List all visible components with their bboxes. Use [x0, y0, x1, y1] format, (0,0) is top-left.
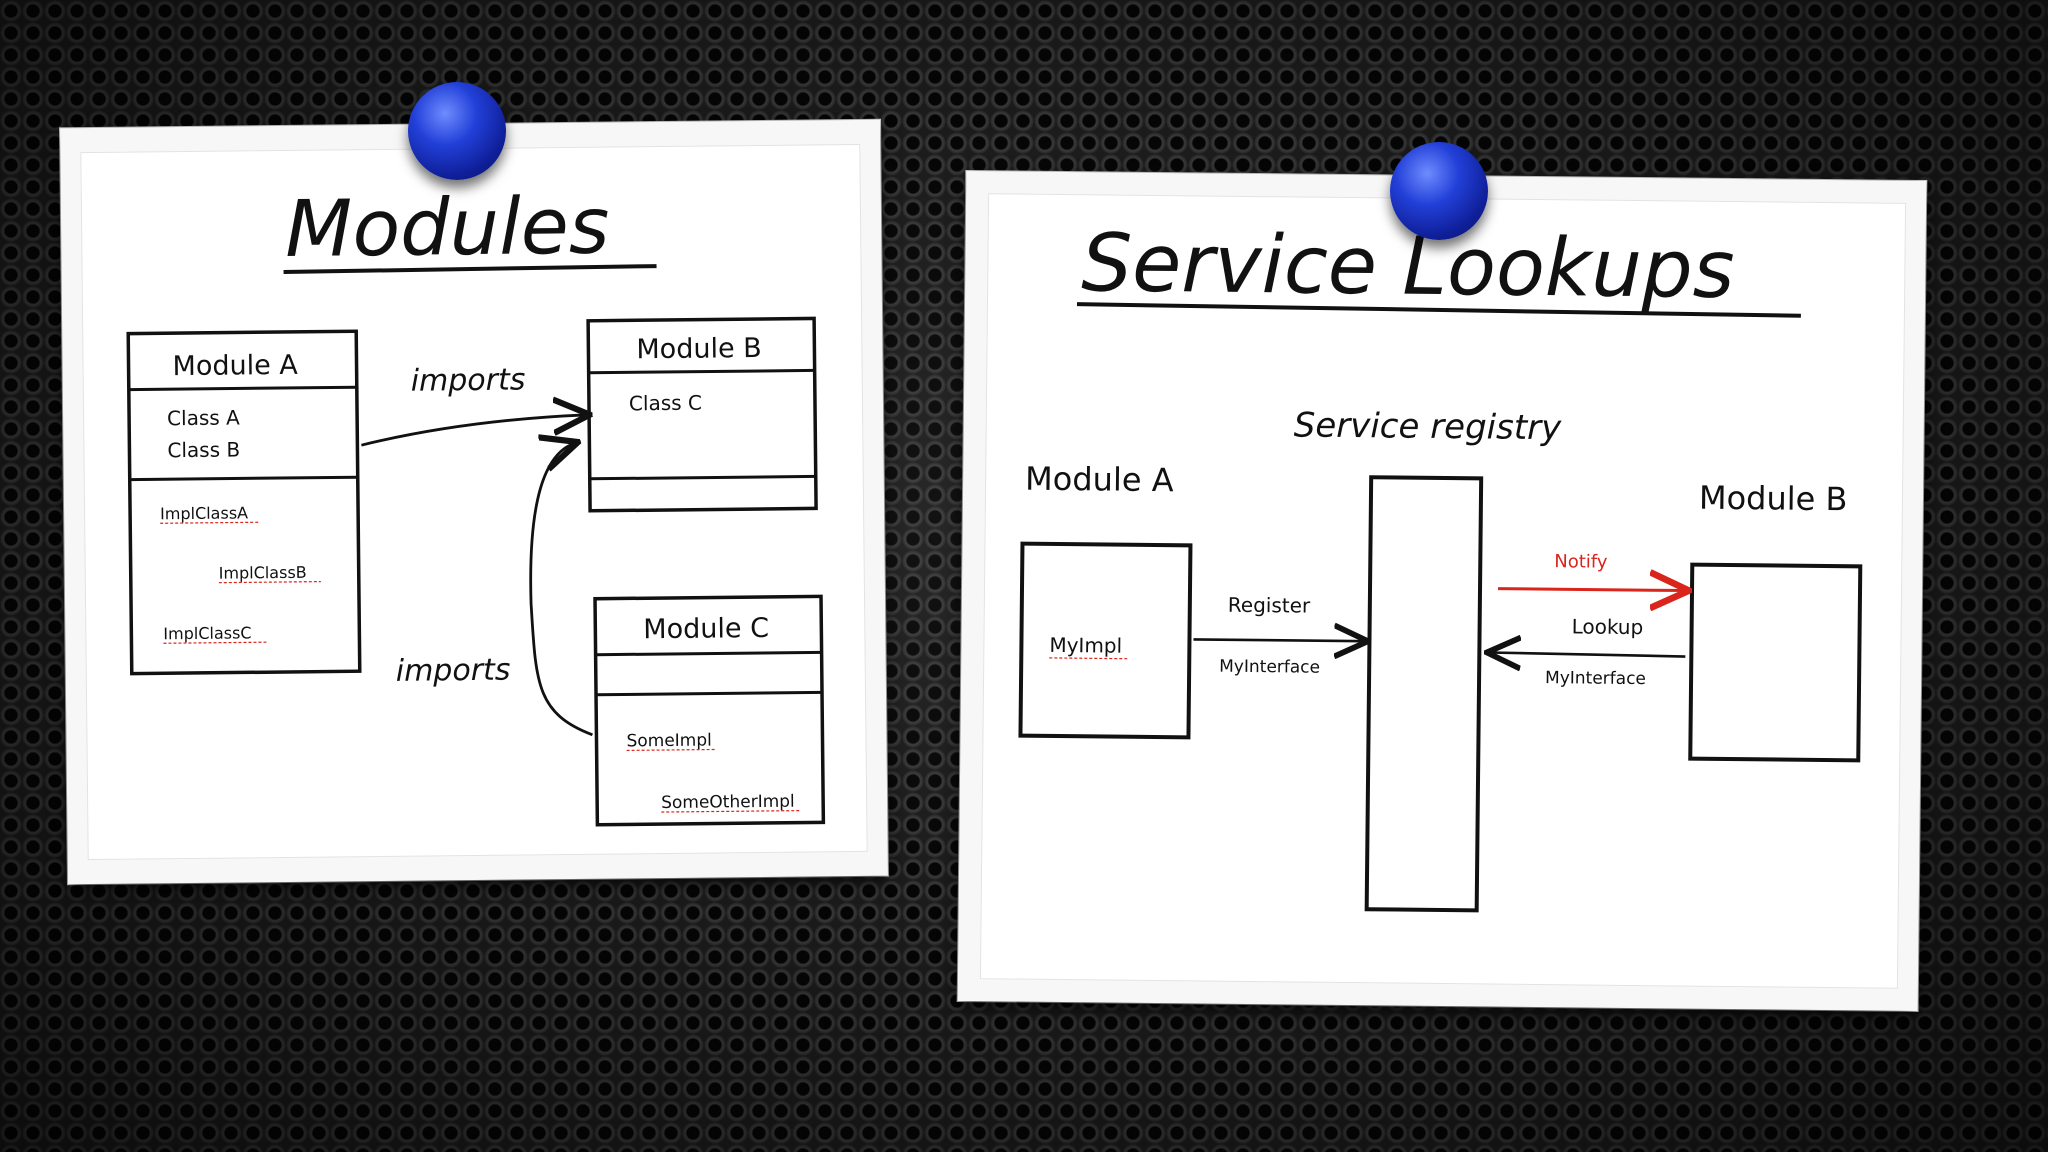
- registry-label: Service registry: [1294, 405, 1563, 448]
- import-arrow-c-to-b: [529, 443, 593, 737]
- service-lookups-title: Service Lookups: [1081, 216, 1735, 316]
- lookup-label: Lookup: [1572, 614, 1644, 639]
- module-c-impl-1: SomeImpl: [626, 731, 712, 752]
- registry-box: [1364, 475, 1484, 913]
- pushpin-left: [408, 82, 506, 180]
- lookup-interface: MyInterface: [1545, 668, 1646, 689]
- modules-diagram: Modules Module A Class A Class B ImplCla…: [126, 182, 826, 827]
- module-a-class-2: Class B: [167, 437, 240, 462]
- import-label-bottom: imports: [396, 653, 511, 689]
- module-c-name: Module C: [643, 613, 769, 645]
- module-b-box: Module B Class C: [586, 316, 818, 513]
- import-arrow-a-to-b: [361, 415, 587, 447]
- svc-module-b-box: [1688, 562, 1863, 763]
- notify-label: Notify: [1554, 551, 1608, 573]
- svc-module-b-name: Module B: [1699, 479, 1848, 519]
- module-a-impl-3: ImplClassC: [163, 623, 251, 643]
- register-interface: MyInterface: [1219, 657, 1320, 678]
- module-a-box: Module A Class A Class B ImplClassA Impl…: [126, 329, 362, 676]
- module-a-impl-1: ImplClassA: [160, 503, 248, 523]
- service-title-underline: [1076, 302, 1801, 318]
- modules-title: Modules: [285, 182, 610, 275]
- svc-module-a-name: Module A: [1025, 460, 1174, 500]
- title-underline: [283, 264, 657, 274]
- import-label-top: imports: [411, 362, 526, 398]
- module-b-class-1: Class C: [629, 391, 702, 416]
- pushpin-right: [1390, 142, 1488, 240]
- svc-module-a-box: [1018, 541, 1193, 740]
- lookup-arrow: [1489, 652, 1686, 656]
- register-label: Register: [1228, 593, 1311, 618]
- service-lookups-card: Service Lookups Service registry Module …: [957, 170, 1927, 1012]
- modules-card: Modules Module A Class A Class B ImplCla…: [60, 119, 888, 885]
- module-a-name: Module A: [172, 350, 298, 382]
- module-c-impl-2: SomeOtherImpl: [661, 792, 795, 813]
- notify-arrow: [1498, 589, 1686, 591]
- module-a-class-1: Class A: [167, 405, 240, 430]
- register-arrow: [1193, 639, 1365, 641]
- service-diagram: Service Lookups Service registry Module …: [1018, 216, 1863, 913]
- module-c-box: Module C SomeImpl SomeOtherImpl: [593, 594, 826, 827]
- module-a-impl-2: ImplClassB: [219, 563, 307, 583]
- svc-module-a-impl: MyImpl: [1049, 633, 1122, 658]
- module-b-name: Module B: [636, 333, 762, 365]
